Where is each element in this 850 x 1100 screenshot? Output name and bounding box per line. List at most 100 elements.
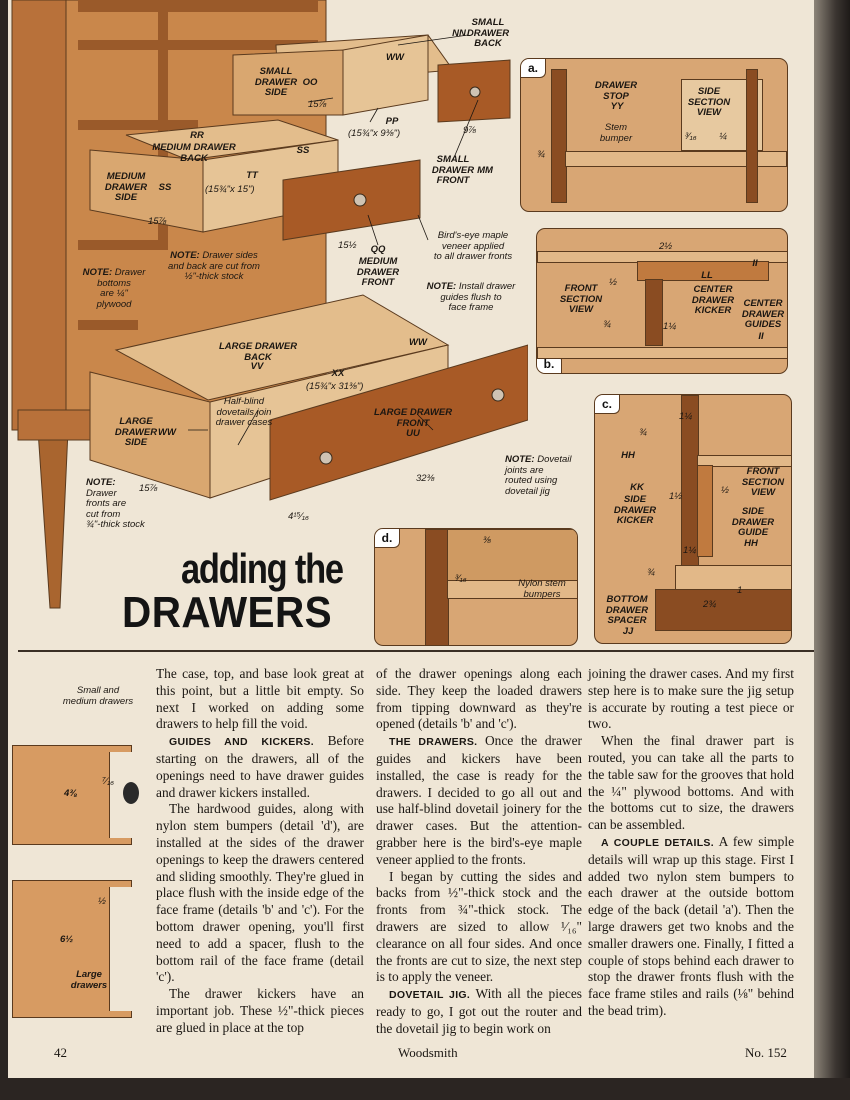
rr-tag: RR	[190, 130, 204, 141]
detail-a-tag: a.	[521, 59, 546, 78]
large-drawer-joint-diagram	[12, 880, 132, 1018]
note-install-guides: NOTE: Install drawer guides flush to fac…	[426, 281, 516, 313]
detail-c-dim-2-3-4: 2¾	[703, 599, 717, 610]
col2-paragraph-1: of the drawer openings along each side. …	[376, 666, 582, 732]
title-line-2: DRAWERS	[122, 588, 333, 637]
sidebar-dim-6-1-2: 6½	[60, 934, 74, 945]
detail-d-dim-3-16: ³⁄₁₆	[455, 573, 467, 584]
col1-paragraph-4: The drawer kickers have an important job…	[156, 986, 364, 1035]
side-section-label: SIDE SECTION VIEW	[687, 86, 731, 118]
col1-paragraph-1: The case, top, and base look great at th…	[156, 666, 364, 732]
dim-32-3-8: 32⅜	[416, 473, 435, 484]
body-column-3: joining the drawer cases. And my first s…	[588, 666, 794, 1020]
pp-tag: PP	[385, 116, 399, 127]
ww-tag-top: WW	[386, 52, 404, 63]
detail-b-dim-2-1-2: 2½	[659, 241, 673, 252]
dim-15-1-2: 15½	[338, 240, 357, 251]
medium-drawer-front-tag: QQ	[370, 244, 386, 255]
bottom-spacer-label: BOTTOM DRAWER SPACER	[605, 594, 649, 626]
ll-tag: LL	[701, 270, 713, 281]
col3-paragraph-3: A few simple details will wrap up this s…	[588, 833, 795, 1018]
page-number: 42	[54, 1045, 67, 1060]
issue-number: No. 152	[745, 1045, 787, 1060]
medium-drawer-side-tag: SS	[158, 182, 172, 193]
detail-d-dim-3-8: ⅜	[483, 535, 491, 546]
col1-paragraph-3: The hardwood guides, along with nylon st…	[156, 801, 364, 985]
drawer-stop-tag: YY	[610, 101, 624, 112]
dim-4-15-16: 4¹⁵⁄₁₆	[288, 511, 309, 522]
detail-a-dim-1-4: ¼	[719, 131, 727, 142]
detail-b-dim-3-4: ¾	[603, 319, 611, 330]
magazine-page: SMALL DRAWER BACK NN SMALL DRAWER SIDE O…	[8, 0, 814, 1078]
large-drawer-front-label: LARGE DRAWER FRONT	[373, 407, 453, 429]
sidebar-dim-1-2: ½	[98, 896, 106, 907]
couple-details-heading: A COUPLE DETAILS.	[601, 836, 714, 849]
small-drawer-side-label: SMALL DRAWER SIDE	[254, 66, 298, 98]
side-guide-tag: HH	[744, 538, 758, 549]
large-drawer-back-tag: VV	[250, 361, 264, 372]
ss-tag-top: SS	[296, 145, 310, 156]
front-section-b-label: FRONT SECTION VIEW	[559, 283, 603, 315]
col3-paragraph-1: joining the drawer cases. And my first s…	[588, 666, 794, 732]
medium-drawer-front-label: MEDIUM DRAWER FRONT	[356, 256, 400, 288]
note-drawer-bottoms: NOTE: Drawer bottoms are ¼" plywood	[82, 267, 146, 310]
dim-15-7-8-low: 15⅞	[139, 483, 158, 494]
tt-dimension: (15¾"x 15")	[205, 184, 255, 195]
detail-d-tag: d.	[375, 529, 400, 548]
birdseye-note: Bird's-eye maple veneer applied to all d…	[433, 230, 513, 262]
detail-c-dim-1-2: ½	[721, 485, 729, 496]
stem-bumper-label: Stem bumper	[599, 122, 633, 144]
center-kicker-label: CENTER DRAWER KICKER	[691, 284, 735, 316]
drawers-exploded-illustration	[11, 0, 528, 609]
large-drawer-front-tag: UU	[406, 428, 420, 439]
front-section-c-label: FRONT SECTION VIEW	[741, 466, 785, 498]
half-blind-note: Half-blind dovetails join drawer cases	[215, 396, 273, 428]
medium-drawer-back-label: MEDIUM DRAWER BACK	[152, 142, 236, 164]
detail-c-dim-1-1-2: 1½	[669, 491, 683, 502]
col3-paragraph-2: When the final drawer part is routed, yo…	[588, 733, 794, 833]
detail-b-panel: b. 2½ II ½ FRONT SECTION VIEW LL CENTER …	[536, 228, 788, 374]
small-drawer-back-label: SMALL DRAWER BACK	[466, 17, 510, 49]
title-line-1: adding the	[181, 545, 344, 592]
guides-kickers-heading: GUIDES AND KICKERS.	[169, 736, 314, 749]
page-edge-shadow	[814, 0, 850, 1100]
detail-b-dim-1-1-4: 1¼	[663, 321, 677, 332]
col2-paragraph-4: With all the pieces ready to go, I got o…	[376, 986, 582, 1036]
body-column-2: of the drawer openings along each side. …	[376, 666, 582, 1038]
detail-c-panel: c. 1¼ ¾ HH KK SIDE DRAWER KICKER 1½ ½ FR…	[594, 394, 792, 644]
detail-a-panel: a. DRAWER STOP YY Stem bumper SIDE SECTI…	[520, 58, 788, 212]
sidebar-small-medium-label: Small and medium drawers	[62, 685, 134, 707]
large-drawer-side-tag: WW	[158, 427, 176, 438]
note-dovetail-jig: NOTE: Dovetail joints are routed using d…	[505, 454, 572, 497]
center-guides-label: CENTER DRAWER GUIDES	[741, 298, 785, 330]
small-drawer-joint-diagram	[12, 745, 139, 845]
col2-paragraph-2: Once the drawer guides and kickers have …	[376, 733, 582, 867]
col1-paragraph-2: Before starting on the drawers, all of t…	[156, 733, 364, 800]
xx-dimension: (15¾"x 31⅜")	[306, 381, 364, 392]
bottom-edge	[0, 1078, 850, 1100]
dovetail-jig-heading: DOVETAIL JIG.	[389, 989, 471, 1002]
detail-d-panel: d. ⅜ ³⁄₁₆ Nylon stem bumpers	[374, 528, 578, 646]
col2-paragraph-3: I began by cutting the sides and backs f…	[376, 868, 582, 985]
section-divider	[18, 650, 814, 652]
ii-top-tag: II	[752, 258, 758, 269]
detail-c-dim-1-1-4-mid: 1¼	[683, 545, 697, 556]
detail-c-dim-1: 1	[737, 585, 743, 596]
detail-c-dim-1-1-4-top: 1¼	[679, 411, 693, 422]
sidebar-dim-7-16: ⁷⁄₁₆	[102, 776, 115, 787]
small-drawer-back-tag: NN	[452, 28, 466, 39]
large-drawer-side-label: LARGE DRAWER SIDE	[114, 416, 158, 448]
detail-b-dim-1-2: ½	[609, 277, 617, 288]
dim-15-7-8-top: 15⅞	[308, 99, 327, 110]
small-drawer-side-tag: OO	[302, 77, 318, 88]
sidebar-large-label: Large drawers	[70, 969, 108, 991]
detail-a-dim-3-4: ¾	[537, 149, 545, 160]
publication-name: Woodsmith	[398, 1045, 458, 1060]
detail-c-dim-3-4-low: ¾	[647, 567, 655, 578]
pp-dimension: (15¾"x 9⅜")	[348, 128, 401, 139]
body-column-1: The case, top, and base look great at th…	[156, 666, 364, 1037]
drawer-stop-label: DRAWER STOP	[594, 80, 638, 102]
sidebar-dim-4-3-8: 4⅜	[64, 788, 78, 799]
large-drawer-back-label: LARGE DRAWER BACK	[218, 341, 298, 363]
small-drawer-front-tag: MM	[477, 165, 493, 176]
